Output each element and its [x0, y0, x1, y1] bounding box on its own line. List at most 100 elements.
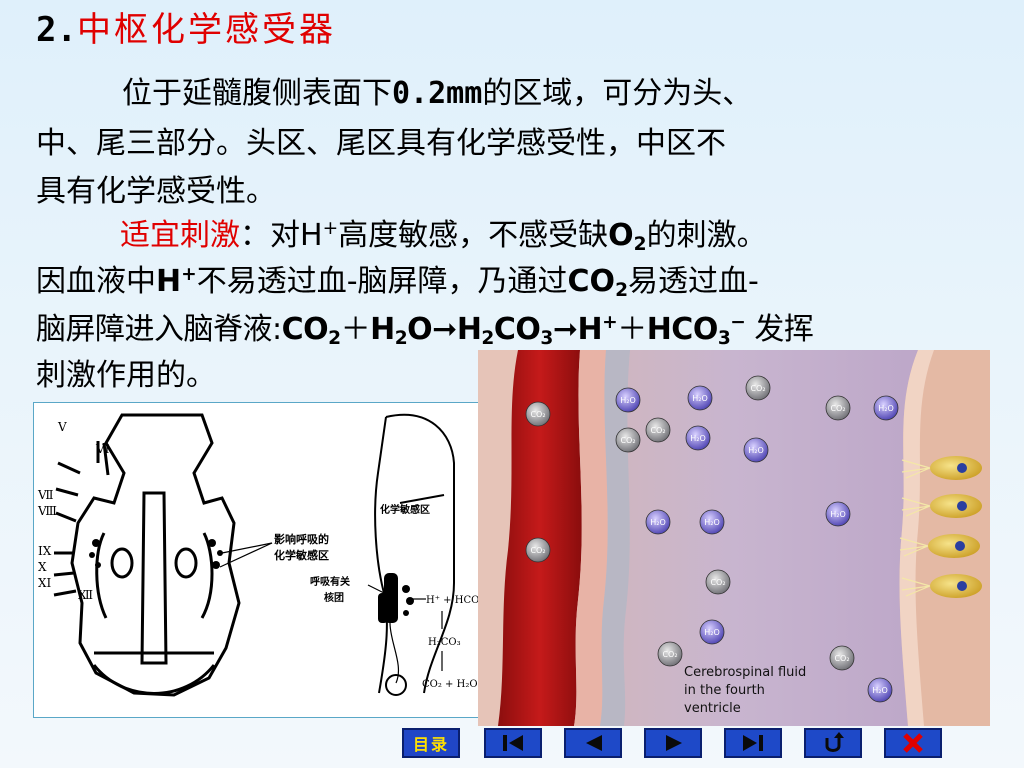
molecule-label: CO₂ [530, 410, 545, 419]
co2-molecule: CO₂ [829, 645, 855, 671]
label-x: X [38, 560, 47, 574]
slide-navigation: 目录 [0, 728, 1024, 762]
callout-3b: 核团 [324, 591, 344, 604]
molecule-label: CO₂ [834, 654, 849, 663]
callout-3a: 呼吸有关 [310, 575, 350, 588]
label-vi: VI [95, 442, 110, 456]
eq-plus1: ＋ [340, 312, 371, 347]
co2-molecule: CO₂ [705, 569, 731, 595]
h2o-molecule: H₂O [615, 387, 641, 413]
molecule-layer: CO₂ H₂O CO₂ H₂O CO₂ H₂O CO₂ H₂O CO₂ H₂O H₂O H₂O H₂O C… [525, 375, 899, 703]
title-text: 中枢化学感受器 [76, 10, 336, 50]
first-icon [503, 735, 523, 751]
exit-button[interactable] [884, 728, 942, 758]
stimulus-label: 适宜刺激 [120, 218, 240, 253]
next-slide-button[interactable] [644, 728, 702, 758]
next-icon [666, 735, 682, 751]
para2-line1: 适宜刺激：对H+高度敏感，不感受缺O2的刺激。 [120, 216, 767, 256]
para1-line1-b: 0.2mm [392, 76, 483, 111]
return-button[interactable] [804, 728, 862, 758]
eq-h2co3-sub1: 2 [481, 328, 494, 350]
label-viii: Ⅷ [37, 504, 57, 518]
h2o-molecule: H₂O [645, 509, 671, 535]
eq-h: H [577, 312, 603, 347]
h2o-molecule: H₂O [699, 509, 725, 535]
co2-molecule: CO₂ [615, 427, 641, 453]
label-ix: IX [38, 544, 52, 558]
molecule-label: H₂O [704, 628, 720, 637]
co2-molecule: CO₂ [657, 641, 683, 667]
para1-line2: 中、尾三部分。头区、尾区具有化学感受性，中区不 [36, 126, 726, 161]
p2l1-c: 的刺激。 [646, 218, 767, 253]
eq-plus2: ＋ [617, 312, 647, 347]
callout-1a: 影响呼吸的 [274, 532, 329, 546]
h2o-molecule: H₂O [685, 425, 711, 451]
menu-label: 目录 [412, 735, 449, 754]
label-v: V [57, 420, 67, 434]
eq-co2: CO [281, 312, 329, 347]
p2l2-a: 因血液中 [36, 264, 156, 299]
p2l3-a: 脑屏障进入脑脊液: [36, 312, 282, 347]
eq-bot: CO₂ + H₂O [422, 679, 478, 690]
h2o-molecule: H₂O [699, 619, 725, 645]
eq-top: H⁺ + HCO₃⁻ [426, 595, 484, 606]
brainstem-drawing: V VI Ⅶ Ⅷ IX X XI Ⅻ 影响呼吸的 化学敏感区 [37, 413, 489, 697]
para2-line4: 刺激作用的。 [36, 358, 216, 393]
eq-hco-sub: 3 [717, 328, 731, 350]
co2-molecule: CO₂ [525, 401, 551, 427]
section-number: 2. [36, 10, 77, 50]
co2-molecule: CO₂ [525, 537, 551, 563]
co2-molecule: CO₂ [645, 417, 671, 443]
p2l3-end: 发挥 [745, 312, 814, 347]
return-icon [825, 732, 844, 752]
p2l2-sup: + [181, 263, 197, 285]
h2o-molecule: H₂O [873, 395, 899, 421]
label-vii: Ⅶ [37, 488, 54, 502]
para2-line2: 因血液中H+不易透过血-脑屏障，乃通过CO2易透过血- [36, 262, 759, 302]
molecule-label: H₂O [748, 446, 764, 455]
para1-line1: 位于延髓腹侧表面下0.2mm的区域，可分为头、 [122, 74, 752, 114]
p2l1-b: 高度敏感，不感受缺 [338, 218, 609, 253]
h2o-molecule: H₂O [867, 677, 893, 703]
csf-caption-3: ventricle [684, 701, 741, 716]
eq-h2co3-h: H [456, 312, 482, 347]
eq-arrow1: ➞ [432, 312, 457, 347]
label-xii: Ⅻ [78, 588, 93, 602]
p2l2-c: 易透过血- [628, 264, 759, 299]
co2-molecule: CO₂ [745, 375, 771, 401]
last-icon [743, 735, 763, 751]
molecule-label: H₂O [620, 396, 636, 405]
menu-button[interactable]: 目录 [402, 728, 460, 758]
prev-icon [586, 735, 602, 751]
eq-h-sup: + [602, 311, 618, 333]
p2l1-a: 对H [270, 218, 323, 253]
last-slide-button[interactable] [724, 728, 782, 758]
co2-molecule: CO₂ [825, 395, 851, 421]
para1-line3: 具有化学感受性。 [36, 174, 276, 209]
molecule-label: H₂O [872, 686, 888, 695]
eq-co2-sub: 2 [328, 328, 341, 350]
p2l1-o: O [608, 218, 634, 253]
brainstem-diagram: V VI Ⅶ Ⅷ IX X XI Ⅻ 影响呼吸的 化学敏感区 [33, 402, 489, 718]
para2-line3-equation: 脑屏障进入脑脊液:CO2＋H2O➞H2CO3➞H+＋HCO3− 发挥 [36, 310, 814, 350]
molecule-label: H₂O [650, 518, 666, 527]
label-xi: XI [38, 576, 52, 590]
callout-2: 化学敏感区 [380, 503, 430, 516]
csf-caption-2: in the fourth [684, 683, 765, 698]
molecule-label: CO₂ [620, 436, 635, 445]
close-icon [903, 733, 923, 753]
h2o-molecule: H₂O [825, 501, 851, 527]
callout-1b: 化学敏感区 [274, 548, 329, 562]
p2l1-sup: + [322, 217, 339, 239]
para1-line1-a: 位于延髓腹侧表面下 [122, 76, 392, 111]
eq-h2o-sub: 2 [394, 328, 408, 350]
prev-slide-button[interactable] [564, 728, 622, 758]
first-slide-button[interactable] [484, 728, 542, 758]
bbb-drawing: CO₂ H₂O CO₂ H₂O CO₂ H₂O CO₂ H₂O CO₂ H₂O H₂O H₂O H₂O C… [478, 350, 990, 726]
blood-brain-barrier-illustration: CO₂ H₂O CO₂ H₂O CO₂ H₂O CO₂ H₂O CO₂ H₂O H₂O H₂O H₂O C… [478, 350, 990, 726]
molecule-label: CO₂ [650, 426, 665, 435]
para1-line1-c: 的区域，可分为头、 [482, 76, 753, 111]
eq-hco: HCO [646, 312, 719, 347]
p2l2-h: H [156, 264, 182, 299]
p2l2-co: CO [567, 264, 616, 299]
